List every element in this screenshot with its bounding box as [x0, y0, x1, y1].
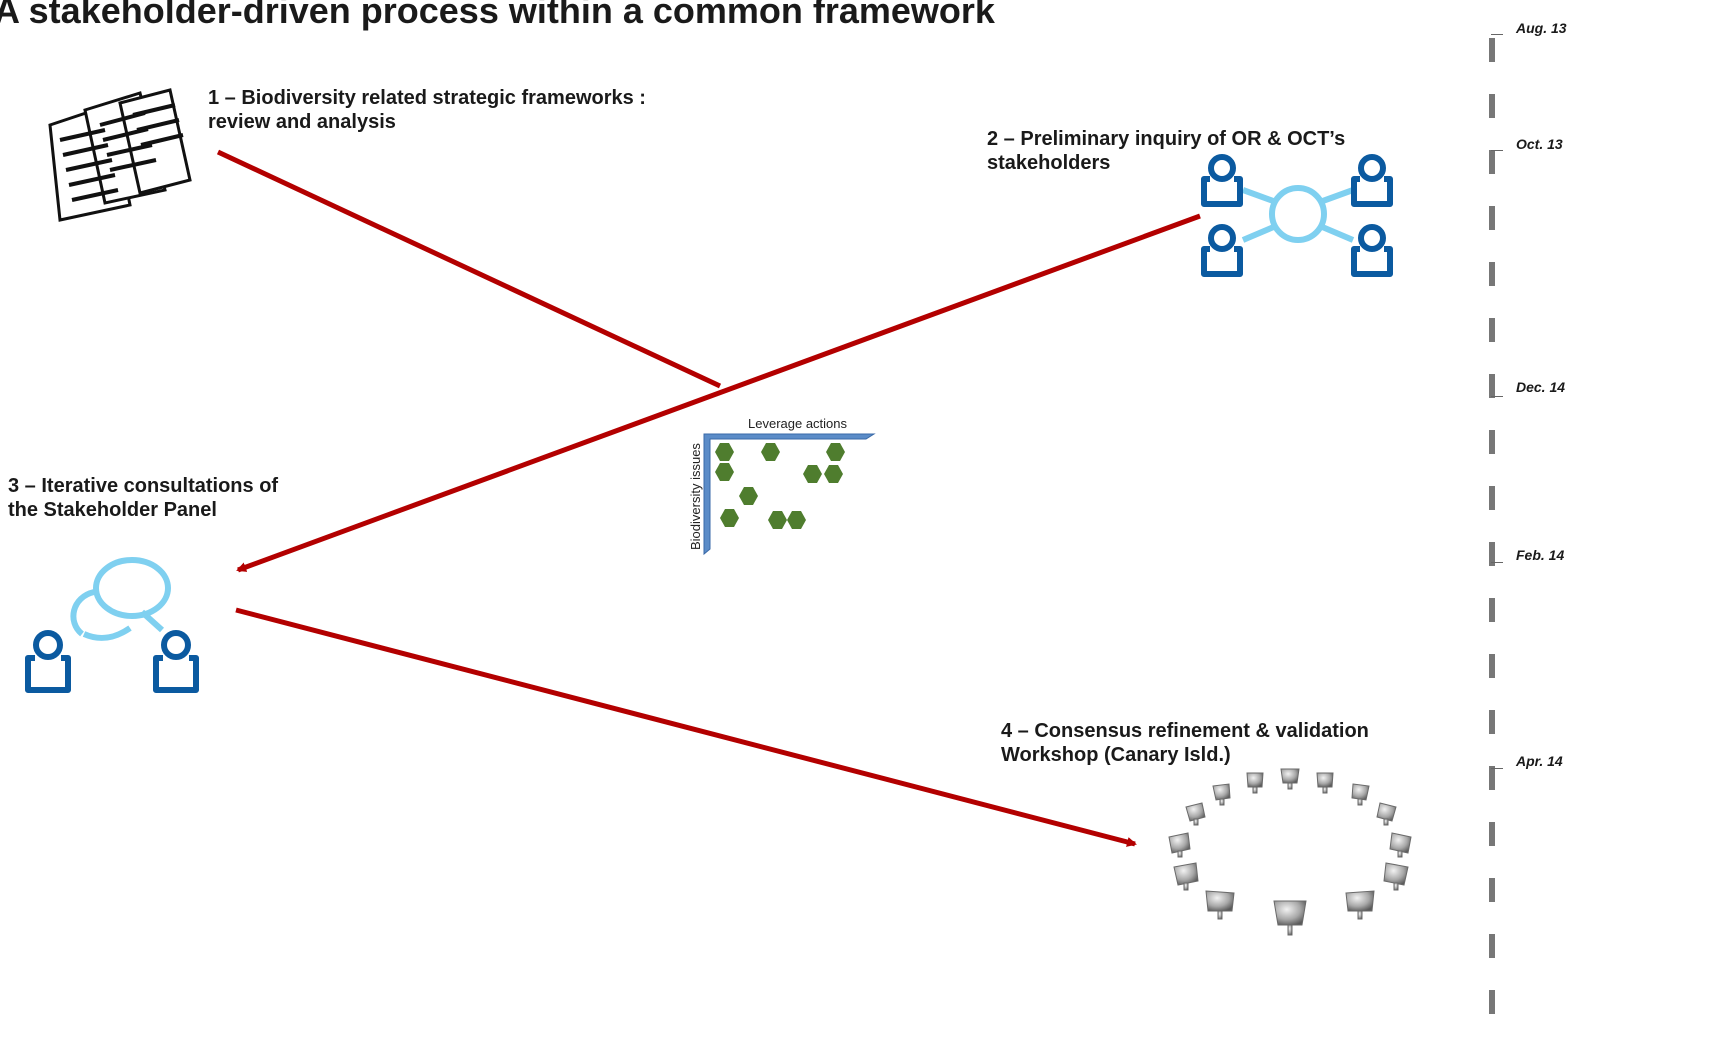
chair: [1376, 802, 1397, 826]
timeline-tick: [1491, 34, 1503, 35]
timeline-tick: [1491, 562, 1503, 563]
chair: [1205, 890, 1235, 920]
timeline-tick: [1491, 768, 1503, 769]
hexagon: [826, 443, 845, 461]
step-2-label: 2 – Preliminary inquiry of OR & OCT’s st…: [987, 128, 1346, 174]
step-3-label: 3 – Iterative consultations of the Stake…: [8, 475, 279, 521]
chair: [1345, 890, 1375, 920]
arrow-step2-to-step3: [236, 213, 1201, 573]
matrix-hexagons: [715, 443, 845, 529]
hexagon: [768, 511, 787, 529]
chair: [1273, 900, 1307, 936]
chair: [1173, 862, 1199, 891]
timeline-dashes: [1489, 38, 1495, 1014]
timeline-label-dec-14: Dec. 14: [1516, 379, 1566, 395]
arrow-step1-to-center: [216, 149, 722, 389]
chair: [1185, 802, 1206, 826]
chair: [1389, 832, 1412, 858]
timeline-bar: [1489, 38, 1495, 1014]
page-title: A stakeholder-driven process within a co…: [0, 0, 995, 31]
hexagon: [787, 511, 806, 529]
arrow-step3-to-step4: [235, 607, 1137, 847]
chair-circle: [1168, 768, 1412, 936]
matrix-y-label: Biodiversity issues: [688, 443, 703, 550]
timeline-label-aug-13: Aug. 13: [1516, 20, 1567, 36]
chair: [1351, 783, 1370, 806]
matrix-axes: [703, 433, 876, 556]
leverage-matrix: Leverage actions Biodiversity issues: [688, 416, 876, 556]
timeline-label-apr-14: Apr. 14: [1516, 753, 1563, 769]
hexagon: [803, 465, 822, 483]
timeline-label-feb-14: Feb. 14: [1516, 547, 1565, 563]
workshop-chairs-icon: [1168, 768, 1412, 936]
documents-icon: [48, 88, 192, 222]
hexagon: [720, 509, 739, 527]
timeline-tick: [1491, 150, 1503, 151]
stakeholder-network-icon: [1201, 154, 1393, 277]
chair: [1168, 832, 1191, 858]
hexagon: [739, 487, 758, 505]
timeline-label-oct-13: Oct. 13: [1516, 136, 1563, 152]
hexagon: [715, 443, 734, 461]
hexagon: [824, 465, 843, 483]
chair: [1246, 772, 1264, 794]
chair: [1383, 862, 1409, 891]
chair: [1280, 768, 1300, 790]
matrix-x-label: Leverage actions: [748, 416, 848, 431]
step-4-label: 4 – Consensus refinement & validation Wo…: [1001, 720, 1369, 766]
hexagon: [761, 443, 780, 461]
chair: [1212, 783, 1231, 806]
step-1-label: 1 – Biodiversity related strategic frame…: [208, 87, 646, 133]
consultation-icon: [25, 557, 199, 693]
hexagon: [715, 463, 734, 481]
timeline-tick: [1491, 396, 1503, 397]
chair: [1316, 772, 1334, 794]
